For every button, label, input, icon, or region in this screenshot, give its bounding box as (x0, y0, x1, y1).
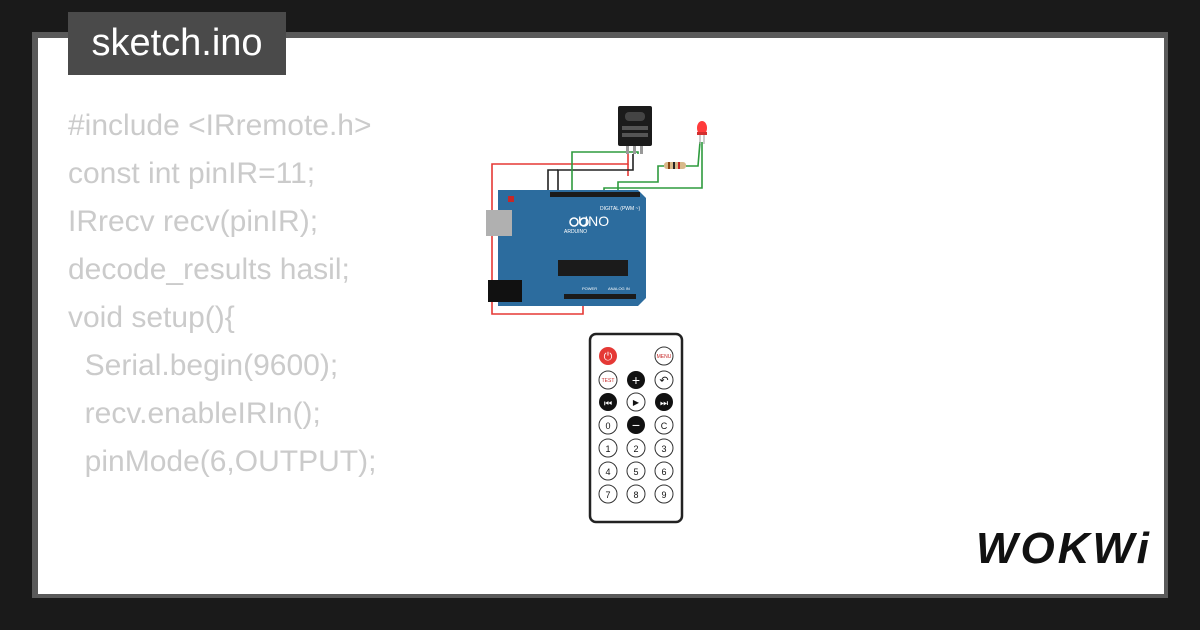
svg-text:2: 2 (633, 444, 638, 454)
svg-text:7: 7 (605, 490, 610, 500)
wire-green (617, 165, 664, 192)
analog-label: ANALOG IN (608, 286, 630, 291)
digit-button[interactable]: 5 (626, 461, 646, 481)
file-title: sketch.ino (68, 12, 286, 75)
code-line: Serial.begin(9600); (68, 349, 339, 382)
svg-text:8: 8 (633, 490, 638, 500)
digit-button[interactable]: 8 (626, 484, 646, 504)
wokwi-logo: WOKWi (976, 524, 1152, 573)
arduino-board: DIGITAL (PWM ~) UNO ARDUINO POWER ANALOG… (486, 190, 646, 306)
analog-header (564, 294, 636, 299)
wire-green (571, 151, 639, 190)
resistor (664, 162, 686, 169)
svg-text:TEST: TEST (602, 378, 615, 384)
next-icon: ⏭ (660, 398, 668, 408)
prev-button[interactable]: ⏮ (599, 393, 617, 411)
wire-green (686, 141, 701, 167)
play-button[interactable]: ▶ (626, 392, 646, 412)
code-preview: #include <IRremote.h> const int pinIR=11;… (68, 102, 376, 486)
power-label: POWER (582, 286, 597, 291)
code-line: decode_results hasil; (68, 253, 350, 286)
ir-remote: ⏻ MENU TEST + ↶ ⏮ ▶ ⏭ (588, 332, 684, 524)
svg-text:1: 1 (605, 444, 610, 454)
svg-text:3: 3 (661, 444, 666, 454)
svg-text:0: 0 (605, 421, 610, 431)
digital-header (550, 192, 640, 197)
digit-button[interactable]: 4 (598, 461, 618, 481)
arduino-label: ARDUINO (564, 229, 587, 235)
usb-port (486, 210, 512, 236)
digit-button[interactable]: 2 (626, 438, 646, 458)
code-line: void setup(){ (68, 301, 235, 334)
svg-text:C: C (661, 421, 668, 431)
digit-button[interactable]: 1 (598, 438, 618, 458)
prev-icon: ⏮ (604, 398, 612, 408)
svg-text:5: 5 (633, 467, 638, 477)
preview-card: #include <IRremote.h> const int pinIR=11;… (38, 38, 1164, 594)
chip (558, 260, 628, 276)
circuit-diagram: DIGITAL (PWM ~) UNO ARDUINO POWER ANALOG… (486, 106, 707, 315)
back-icon: ↶ (659, 375, 668, 387)
code-line: #include <IRremote.h> (68, 109, 372, 142)
svg-text:6: 6 (661, 467, 666, 477)
wire-black (557, 154, 634, 190)
next-button[interactable]: ⏭ (655, 393, 673, 411)
code-line: pinMode(6,OUTPUT); (68, 445, 377, 478)
digit-button[interactable]: 9 (654, 484, 674, 504)
code-line: IRrecv recv(pinIR); (68, 205, 319, 238)
digit-button[interactable]: 7 (598, 484, 618, 504)
svg-text:9: 9 (661, 490, 666, 500)
plus-icon: + (632, 372, 640, 388)
svg-text:MENU: MENU (657, 354, 672, 360)
digital-label: DIGITAL (PWM ~) (600, 206, 640, 212)
code-line: const int pinIR=11; (68, 157, 316, 190)
power-button[interactable]: ⏻ (599, 347, 617, 365)
back-button[interactable]: ↶ (654, 370, 674, 390)
menu-button[interactable]: MENU (654, 346, 674, 366)
clear-button[interactable]: C (654, 415, 674, 435)
digit-button[interactable]: 6 (654, 461, 674, 481)
zero-button[interactable]: 0 (598, 415, 618, 435)
led (697, 121, 707, 144)
minus-button[interactable]: − (627, 416, 645, 434)
plus-button[interactable]: + (627, 371, 645, 389)
power-jack (488, 280, 522, 302)
power-icon: ⏻ (604, 351, 613, 363)
minus-icon: − (632, 417, 640, 433)
test-button[interactable]: TEST (598, 370, 618, 390)
wire-black (547, 169, 558, 190)
code-line: recv.enableIRIn(); (68, 397, 321, 430)
play-icon: ▶ (633, 398, 640, 407)
wire-red (491, 154, 629, 315)
ir-receiver (618, 106, 652, 154)
digit-button[interactable]: 3 (654, 438, 674, 458)
svg-text:4: 4 (605, 467, 610, 477)
